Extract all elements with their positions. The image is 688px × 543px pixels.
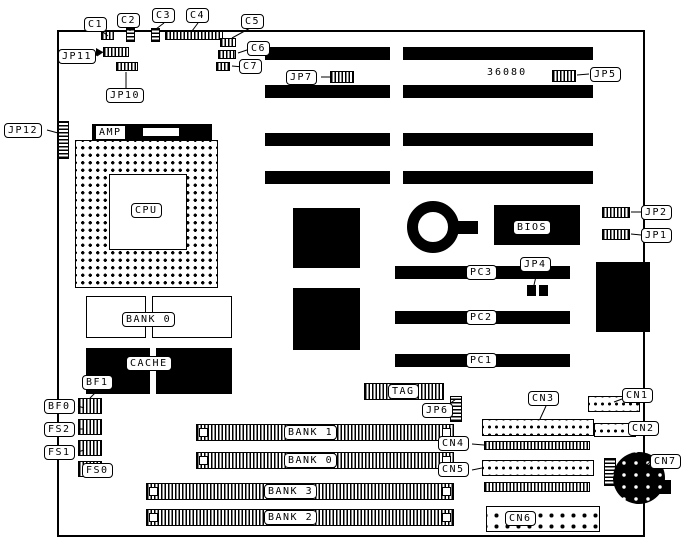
pc2-label: PC2 (466, 310, 497, 325)
cpu-label: CPU (131, 203, 162, 218)
jumper-block-jp2 (602, 207, 630, 218)
component-c3 (151, 28, 160, 42)
component-c7 (216, 62, 230, 71)
jumper-block-bf0 (78, 419, 102, 435)
isa-slot-bar (265, 171, 390, 184)
pc3-label: PC3 (466, 265, 497, 280)
callout-cn1: CN1 (622, 388, 653, 403)
cache-chip (156, 348, 232, 394)
jumper-block-fs2 (78, 440, 102, 456)
connector-cn6 (486, 506, 600, 532)
jumper-block-jp5 (552, 70, 576, 82)
cpu-socket (75, 140, 218, 288)
io-controller-chip (596, 262, 650, 332)
jumper-block-jp12 (58, 121, 69, 159)
callout-c7: C7 (239, 59, 263, 74)
jumper-block-jp1 (602, 229, 630, 240)
callout-fs1: FS1 (44, 445, 75, 460)
callout-c6: C6 (247, 41, 271, 56)
jumper-block-jp11 (103, 47, 129, 57)
callout-cn3: CN3 (528, 391, 559, 406)
callout-c3: C3 (152, 8, 176, 23)
simm-clip (149, 513, 158, 522)
cn6-label: CN6 (505, 511, 536, 526)
header-connector (484, 482, 590, 492)
chipset-chip (293, 208, 360, 268)
isa-slot-bar (403, 85, 593, 98)
component-c6 (218, 50, 236, 59)
callout-bf1: BF1 (82, 375, 113, 390)
jumper-block-jp4 (539, 285, 548, 296)
callout-jp2: JP2 (641, 205, 672, 220)
callout-jp6: JP6 (422, 403, 453, 418)
callout-fs0: FS0 (82, 463, 113, 478)
connector-cn3 (482, 419, 594, 436)
simm-clip (442, 513, 451, 522)
keyboard-din-connector (613, 452, 665, 504)
jumper-block-jp10 (116, 62, 138, 71)
callout-jp11: JP11 (58, 49, 97, 64)
callout-jp1: JP1 (641, 228, 672, 243)
component-c4 (165, 31, 223, 40)
isa-slot-bar (403, 47, 593, 60)
callout-c2: C2 (117, 13, 141, 28)
cache-bank0-label: BANK 0 (122, 312, 176, 327)
bank0-label: BANK 0 (284, 453, 338, 468)
tag-label: TAG (388, 384, 419, 399)
connector-cn2 (594, 423, 636, 437)
jumper-block-jp4 (527, 285, 536, 296)
callout-c1: C1 (84, 17, 108, 32)
callout-cn4: CN4 (438, 436, 469, 451)
chipset-chip (293, 288, 360, 350)
battery (407, 201, 459, 253)
cache-label: CACHE (126, 356, 172, 371)
simm-clip (442, 487, 451, 496)
connector-cn4 (484, 441, 590, 450)
simm-clip (199, 428, 208, 437)
bank1-label: BANK 1 (284, 425, 338, 440)
callout-jp4: JP4 (520, 257, 551, 272)
callout-bf0: BF0 (44, 399, 75, 414)
callout-c5: C5 (241, 14, 265, 29)
isa-slot-bar (403, 133, 593, 146)
bank2-label: BANK 2 (264, 510, 318, 525)
callout-jp7: JP7 (286, 70, 317, 85)
component-c2 (126, 28, 135, 42)
callout-jp5: JP5 (590, 67, 621, 82)
pc1-label: PC1 (466, 353, 497, 368)
bank3-label: BANK 3 (264, 484, 318, 499)
connector-cn5 (482, 460, 594, 476)
jp11-arrow (96, 48, 103, 56)
isa-slot-bar (265, 47, 390, 60)
component-c5 (220, 38, 236, 47)
callout-c4: C4 (186, 8, 210, 23)
isa-slot-bar (265, 133, 390, 146)
isa-slot-bar (265, 85, 390, 98)
amp-label: AMP (95, 125, 126, 140)
callout-cn7: CN7 (650, 454, 681, 469)
callout-jp10: JP10 (106, 88, 145, 103)
bios-label: BIOS (513, 220, 552, 235)
silkscreen-part-number: 36080 (486, 67, 529, 78)
jumper-block-bf1 (78, 398, 102, 414)
callout-cn2: CN2 (628, 421, 659, 436)
callout-jp12: JP12 (4, 123, 43, 138)
component-c1 (101, 31, 114, 40)
callout-fs2: FS2 (44, 422, 75, 437)
amp-window (142, 127, 180, 137)
simm-clip (199, 456, 208, 465)
simm-clip (149, 487, 158, 496)
isa-slot-bar (403, 171, 593, 184)
callout-cn5: CN5 (438, 462, 469, 477)
jumper-block-jp7 (330, 71, 354, 83)
